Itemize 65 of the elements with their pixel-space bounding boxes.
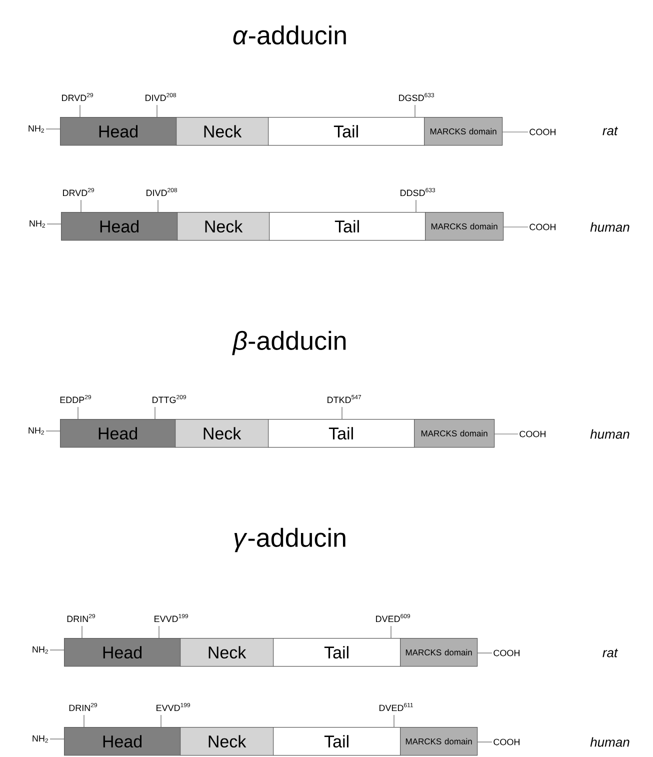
site-label: EVVD$^{199}$ [156, 703, 190, 711]
site-label: DRVD$^{29}$ [63, 188, 94, 196]
site-label: DVED$^{611}$ [379, 703, 413, 711]
connector-line [50, 738, 64, 740]
site-label: DRIN$^{29}$ [69, 703, 98, 711]
marcks-domain-box: MARCKS domain [414, 419, 495, 448]
terminus-label: NH$_{2}$ [28, 125, 44, 133]
site-label: DVED$^{609}$ [376, 614, 410, 622]
species-label: human [590, 429, 630, 439]
site-label: DTTG$^{209}$ [152, 395, 186, 404]
tail-domain-box: Tail [273, 638, 401, 667]
protein-title: γ-adducin [234, 528, 346, 552]
protein-title: α-adducin [233, 25, 346, 45]
connector-line [46, 430, 60, 432]
neck-domain-box: Neck [176, 117, 269, 146]
connector-line [46, 128, 60, 130]
tail-domain-box: Tail [268, 117, 425, 146]
connector-line [503, 226, 528, 228]
neck-domain-box: Neck [180, 638, 274, 667]
site-tick [390, 626, 392, 638]
site-tick [158, 626, 160, 638]
head-domain-box: Head [60, 419, 176, 448]
species-label: rat [602, 648, 618, 658]
site-label: EVVD$^{199}$ [154, 614, 188, 622]
neck-domain-box: Neck [177, 212, 270, 241]
site-label: DGSD$^{633}$ [399, 93, 434, 102]
site-label: DRIN$^{29}$ [67, 614, 96, 622]
species-label: human [590, 737, 630, 747]
site-tick [80, 200, 82, 212]
site-label: DTKD$^{547}$ [328, 395, 361, 403]
terminus-label: COOH [494, 738, 520, 746]
terminus-label: COOH [530, 128, 556, 136]
head-domain-box: Head [64, 638, 181, 667]
head-domain-box: Head [64, 727, 181, 756]
marcks-domain-box: MARCKS domain [400, 638, 478, 667]
tail-domain-box: Tail [273, 727, 401, 756]
neck-domain-box: Neck [175, 419, 269, 448]
terminus-label: NH$_{2}$ [28, 427, 44, 435]
neck-domain-box: Neck [180, 727, 274, 756]
tail-domain-box: Tail [269, 212, 426, 241]
species-label: human [590, 222, 630, 232]
site-tick [154, 406, 156, 420]
marcks-domain-box: MARCKS domain [425, 212, 504, 241]
site-label: DIVD$^{208}$ [146, 93, 176, 101]
site-label: DRVD$^{29}$ [62, 93, 94, 101]
site-tick [414, 104, 416, 118]
species-label: rat [602, 126, 618, 136]
marcks-domain-box: MARCKS domain [424, 117, 503, 146]
terminus-label: NH$_{2}$ [32, 735, 48, 743]
site-label: DIVD$^{208}$ [146, 188, 178, 196]
site-label: EDDP$^{29}$ [60, 395, 92, 403]
connector-line [477, 652, 492, 654]
head-domain-box: Head [61, 212, 178, 241]
head-domain-box: Head [60, 117, 177, 146]
protein-title: β-adducin [232, 330, 346, 356]
site-tick [156, 104, 158, 118]
terminus-label: NH$_{2}$ [32, 646, 48, 654]
site-tick [160, 714, 162, 728]
marcks-domain-box: MARCKS domain [400, 727, 478, 756]
terminus-label: NH$_{2}$ [30, 220, 45, 228]
tail-domain-box: Tail [268, 419, 415, 448]
terminus-label: COOH [494, 650, 520, 656]
terminus-label: COOH [520, 430, 546, 438]
site-label: DDSD$^{633}$ [400, 188, 436, 196]
terminus-label: COOH [530, 224, 556, 230]
